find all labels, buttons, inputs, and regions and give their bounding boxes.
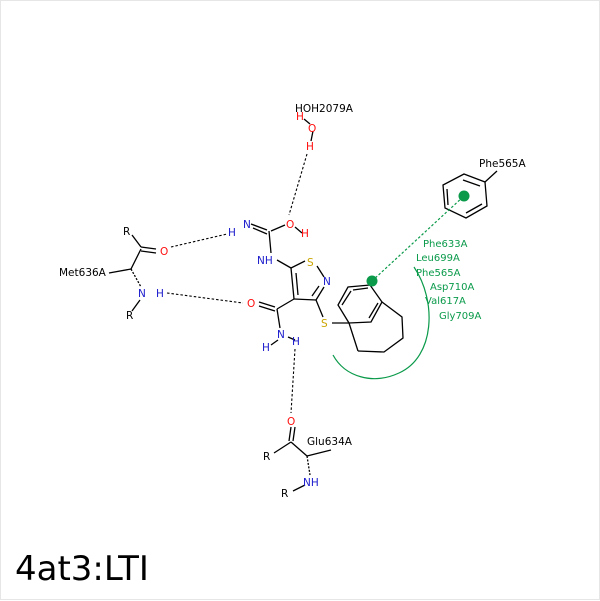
atom-r: R: [263, 451, 270, 463]
hbond-met-nh: [166, 292, 244, 304]
residue-met636: Met636A: [59, 267, 107, 279]
atom-n: N: [323, 276, 331, 288]
residue-hoh: HOH2079A: [295, 103, 354, 115]
contact-asp710: Asp710A: [430, 282, 474, 293]
contact-val617: Val617A: [425, 296, 466, 307]
ligand-bonds: [108, 118, 498, 492]
atom-o: O: [247, 298, 255, 310]
hbond-water-ligand: [288, 153, 308, 216]
atom-r: R: [281, 488, 288, 500]
atom-o: O: [308, 123, 316, 135]
contact-phe633: Phe633A: [423, 239, 468, 250]
atom-h: H: [292, 336, 300, 348]
hydrophobic-contacts: Phe633A Leu699A Phe565A Asp710A Val617A …: [416, 239, 482, 322]
atom-labels: H O H N H O H NH S N S O N H H R O N H R…: [123, 111, 331, 500]
atom-r: R: [126, 310, 133, 322]
atom-r: R: [123, 226, 130, 238]
atom-h: H: [262, 342, 270, 354]
residue-phe565-top: Phe565A: [479, 158, 526, 170]
atom-o: O: [160, 246, 168, 258]
pi-stacking: [332, 190, 470, 380]
atom-h: H: [228, 227, 236, 239]
atom-o: O: [286, 219, 294, 231]
atom-s: S: [321, 318, 328, 330]
atom-s: S: [307, 257, 314, 269]
contact-leu699: Leu699A: [416, 253, 460, 264]
atom-o: O: [287, 416, 295, 428]
atom-n: N: [277, 329, 285, 341]
atom-nh: NH: [257, 255, 273, 267]
contact-gly709: Gly709A: [439, 311, 482, 322]
hbond-met-o: [170, 233, 228, 248]
ring-centroid-ligand: [366, 275, 378, 287]
atom-nh: NH: [303, 477, 319, 489]
atom-n: N: [243, 219, 251, 231]
atom-h: H: [306, 141, 314, 153]
hydrogen-bonds: [166, 153, 308, 414]
atom-n: N: [138, 288, 146, 300]
atom-h: H: [156, 288, 164, 300]
ring-centroid-phe565: [458, 190, 470, 202]
residue-glu634: Glu634A: [307, 436, 353, 448]
atom-h: H: [296, 111, 304, 123]
atom-h: H: [301, 228, 309, 240]
contact-phe565: Phe565A: [416, 268, 461, 279]
hydrophobic-arc: [332, 266, 430, 380]
hbond-glu-o: [290, 348, 296, 414]
residue-labels: HOH2079A Phe565A Met636A Glu634A: [59, 103, 526, 448]
complex-title: 4at3:LTI: [15, 549, 149, 589]
